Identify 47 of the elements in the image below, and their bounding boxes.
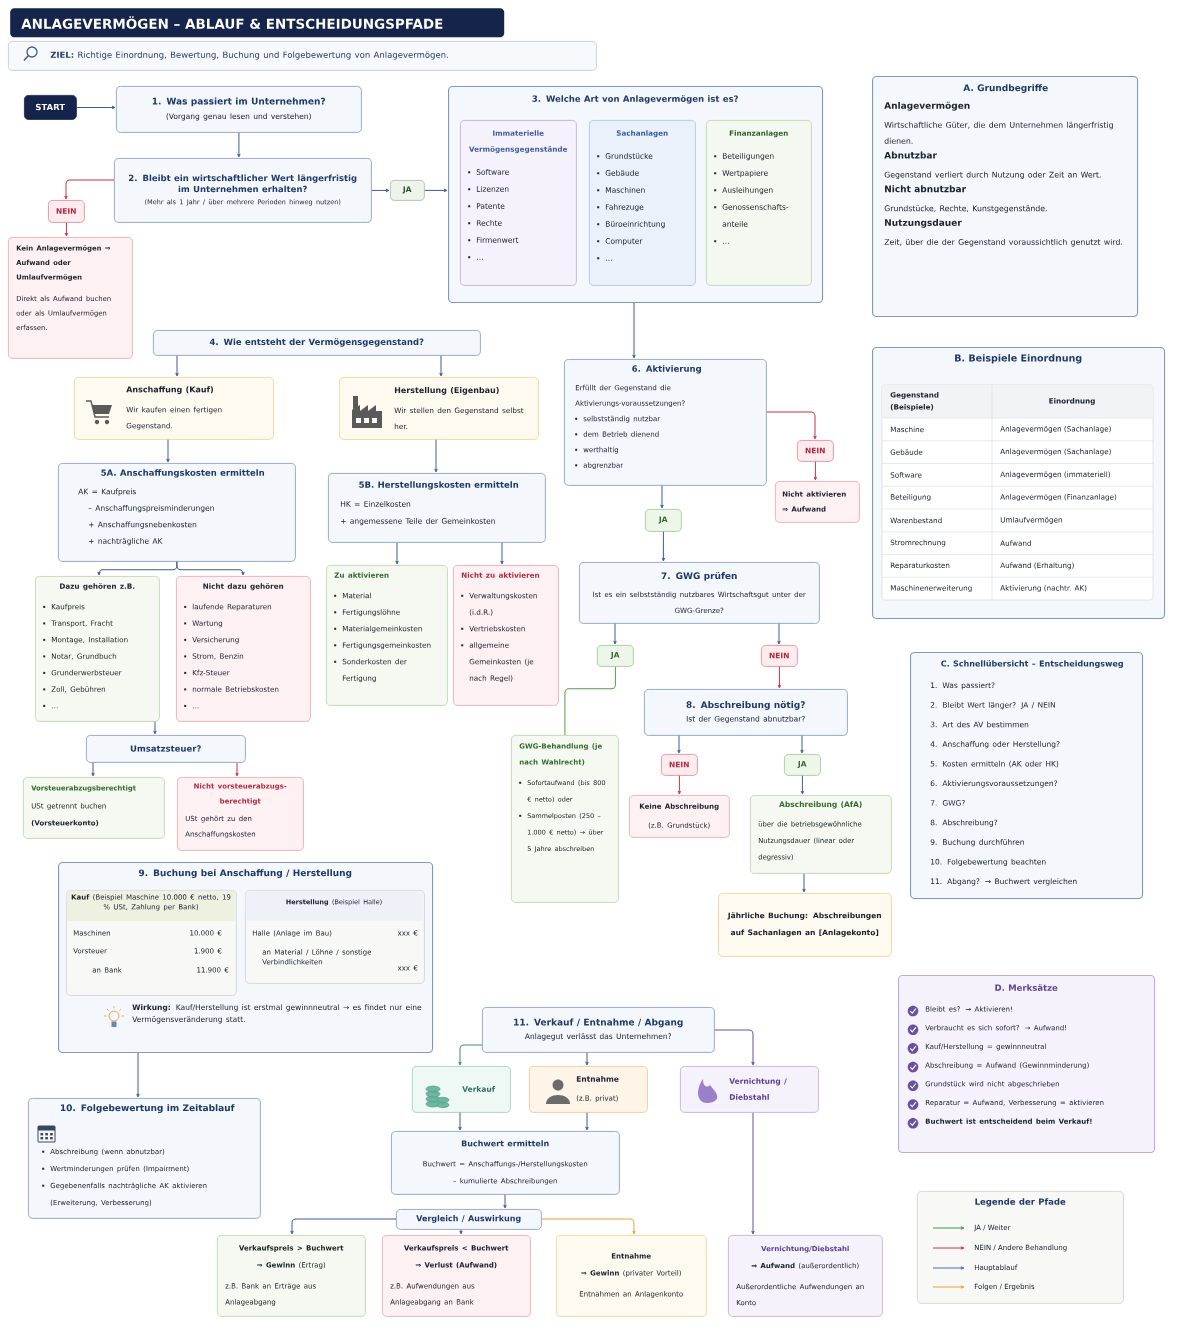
arrow <box>802 873 806 893</box>
arrow <box>76 105 116 110</box>
arrow <box>64 222 69 237</box>
arrow <box>503 1194 507 1209</box>
arrow <box>585 1052 589 1066</box>
process-box: 4. Wie entsteht der Vermögensgegenstand? <box>153 330 481 356</box>
connector-line <box>564 666 616 736</box>
arrow <box>800 735 804 754</box>
arrow <box>166 439 170 463</box>
arrow <box>237 132 241 158</box>
arrow <box>677 775 682 795</box>
arrow <box>371 188 390 193</box>
arrow <box>459 1229 463 1235</box>
process-box: Vergleich / Auswirkung <box>396 1209 542 1230</box>
arrow <box>800 775 805 795</box>
arrow <box>766 411 817 440</box>
arrow <box>235 762 239 777</box>
arrow <box>434 439 438 473</box>
arrow <box>777 623 781 645</box>
arrow <box>458 1112 462 1131</box>
arrow <box>777 666 782 689</box>
arrow <box>91 762 95 777</box>
decision-box: Umsatzsteuer? <box>86 735 246 763</box>
arrow <box>153 721 157 735</box>
arrow <box>458 1044 483 1066</box>
arrow <box>585 1112 589 1131</box>
arrow <box>500 542 504 565</box>
start-terminal: START <box>24 95 77 120</box>
arrow <box>813 461 818 481</box>
arrow <box>64 179 115 200</box>
arrow <box>541 1218 636 1235</box>
arrow <box>175 355 179 377</box>
arrow <box>660 485 664 509</box>
arrow <box>613 623 617 645</box>
arrow <box>661 531 666 562</box>
arrow <box>290 1218 397 1235</box>
arrow <box>395 542 399 565</box>
arrow <box>439 355 443 377</box>
arrow <box>714 1029 755 1066</box>
arrow <box>176 561 245 576</box>
title-banner: ANLAGEVERMÖGEN – ABLAUF & ENTSCHEIDUNGSPFADE <box>10 8 505 38</box>
arrow <box>677 735 681 754</box>
goal-banner: ZIEL: Richtige Einordnung, Bewertung, Buchung und Folgebewertung von Anlagevermögen. <box>8 41 597 71</box>
arrow <box>751 1112 755 1235</box>
arrow <box>424 188 448 193</box>
arrow <box>136 1052 140 1098</box>
arrow <box>632 302 636 359</box>
